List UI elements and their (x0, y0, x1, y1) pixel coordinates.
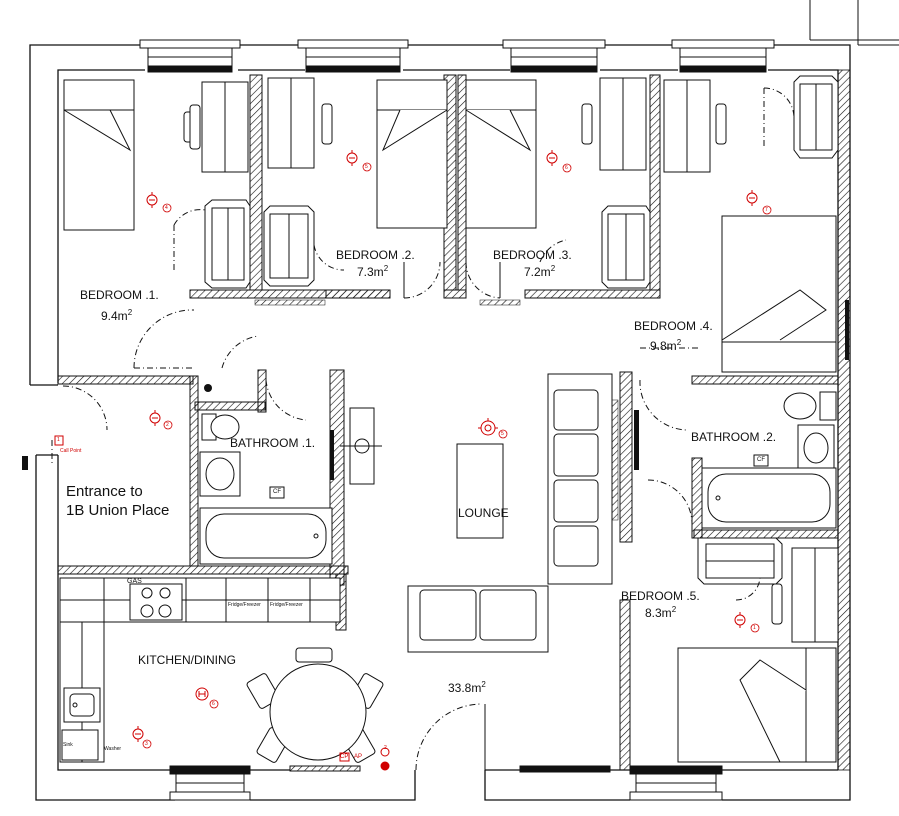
detector-number: 5 (365, 164, 368, 170)
smoke-detector-icon (746, 189, 758, 207)
bathroom-1-fixtures (199, 407, 382, 565)
bedroom-5-area-unit: 2 (671, 605, 677, 614)
bedroom-4-name: BEDROOM .4. (634, 319, 713, 333)
gas-label: GAS (127, 578, 142, 585)
lounge-furniture (407, 373, 613, 653)
top-windows (139, 39, 775, 73)
detector-number: 1 (753, 625, 756, 631)
call-point-icon (54, 435, 64, 446)
bedroom-4-area-value: 9.8m (650, 339, 677, 353)
cf-box-1 (269, 486, 285, 499)
detector-number: 6 (212, 701, 215, 707)
detector-number: 1 (57, 437, 60, 443)
lounge-area: 33.8m2 (448, 678, 486, 695)
washer-label: Washer (104, 746, 122, 752)
desk-1 (183, 81, 249, 173)
bathroom-2-name: BATHROOM .2. (691, 430, 777, 444)
smoke-detector-icon (149, 409, 161, 427)
desk-3 (581, 77, 647, 171)
cp-label: CP (340, 754, 349, 760)
bathroom-1-name: BATHROOM .1. (230, 436, 316, 450)
heat-detector-icon (478, 418, 498, 436)
bedroom-3-name: BEDROOM .3. (493, 248, 572, 262)
detector-number: 4 (165, 205, 168, 211)
wardrobe-3 (601, 205, 651, 289)
detector-number: 2 (166, 422, 169, 428)
detector-number-circles (142, 162, 772, 749)
wardrobe-5 (697, 537, 783, 585)
lounge-name: LOUNGE (458, 506, 509, 520)
bedroom-2-area: 7.3m2 (357, 262, 388, 279)
desk-2 (267, 77, 333, 169)
bedroom-2-name: BEDROOM .2. (336, 248, 415, 262)
desk-5 (771, 547, 839, 643)
bedroom-1-area-unit: 2 (127, 308, 133, 317)
smoke-detector-icon (146, 191, 158, 209)
alarm-sounder-icon (380, 747, 390, 757)
wardrobe-4 (793, 75, 839, 159)
lounge-area-value: 33.8m (448, 681, 482, 695)
socket-marker (204, 384, 212, 392)
sink-label: Sink (63, 742, 73, 748)
kitchen-units (59, 577, 341, 763)
bottom-windows (169, 765, 723, 801)
bedroom-5-area-value: 8.3m (645, 606, 672, 620)
neighbour-lines (809, 0, 899, 46)
fridge-label-2: Fridge/Freezer (270, 602, 303, 608)
bedroom-4-area: 9.8m2 (650, 336, 681, 353)
wardrobe-1 (204, 199, 251, 289)
detector-number: 3 (145, 741, 148, 747)
ap-label: AP (354, 754, 363, 760)
smoke-detector-icon (734, 611, 746, 629)
bedroom-3-area: 7.2m2 (524, 262, 555, 279)
bedroom-3-area-unit: 2 (550, 264, 556, 273)
fridge-label-1: Fridge/Freezer (228, 602, 261, 608)
bedroom-5-area: 8.3m2 (645, 603, 676, 620)
bed-4 (721, 215, 837, 373)
bed-1 (63, 79, 135, 231)
detector-number: 7 (765, 207, 768, 213)
kitchen-name: KITCHEN/DINING (138, 653, 237, 667)
door-leaves (35, 262, 501, 770)
bedroom-5-name: BEDROOM .5. (621, 589, 700, 603)
bathroom-2-fixtures (701, 391, 837, 529)
entrance-line-1: Entrance to (66, 483, 143, 500)
call-point-label: Call Point (60, 448, 82, 454)
cp-box-icon (339, 752, 350, 762)
dining-table (246, 647, 384, 763)
bedroom-3-area-value: 7.2m (524, 265, 551, 279)
detector-number: 2 (384, 745, 387, 751)
bed-3 (465, 79, 537, 229)
heat-detector-icon (195, 687, 209, 701)
detector-number: 5 (501, 431, 504, 437)
bedroom-1-area: 9.4m2 (101, 306, 132, 323)
bedroom-1-area-value: 9.4m (101, 309, 128, 323)
interior-walls (57, 74, 839, 771)
desk-4 (663, 79, 727, 173)
smoke-detector-icon (346, 149, 358, 167)
bedroom-2-area-unit: 2 (383, 264, 389, 273)
door-swings (51, 87, 795, 771)
bed-2 (376, 79, 448, 229)
bed-5 (677, 647, 837, 763)
cf-label-2: CF (757, 457, 765, 463)
detector-number: 6 (565, 165, 568, 171)
detector-symbols (54, 149, 758, 771)
wall-hatch-right (837, 69, 851, 771)
cf-label-1: CF (273, 489, 281, 495)
smoke-detector-icon (546, 149, 558, 167)
heat-detector-icon (132, 725, 144, 743)
bedroom-1-name: BEDROOM .1. (80, 288, 159, 302)
fuse-box (22, 456, 28, 470)
alarm-beacon-icon (380, 761, 390, 771)
entrance-line-2: 1B Union Place (66, 502, 170, 519)
lounge-area-unit: 2 (481, 680, 486, 689)
bedroom-4-area-unit: 2 (676, 338, 682, 347)
bedroom-2-area-value: 7.3m (357, 265, 384, 279)
wardrobe-2 (263, 205, 315, 287)
